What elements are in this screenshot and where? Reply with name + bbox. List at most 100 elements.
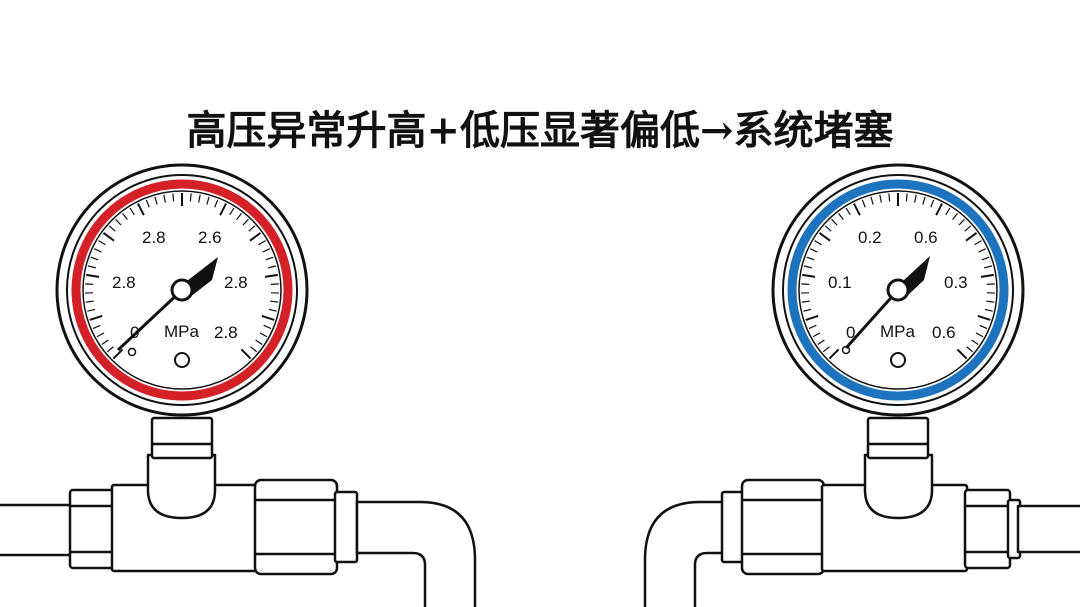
high-gauge-tick [90, 256, 99, 261]
high-gauge-tick [249, 232, 262, 242]
right-nut-a [740, 478, 826, 576]
high-gauge-tick [154, 196, 158, 205]
high-gauge-tick [270, 300, 279, 303]
high-gauge-tick [236, 212, 242, 221]
low-label-bottom-left: 0 [846, 323, 855, 342]
right-nut-b [963, 488, 1012, 570]
high-gauge-tick [248, 225, 256, 232]
high-label-top-left: 2.8 [142, 228, 166, 247]
high-gauge-tick [255, 339, 263, 346]
high-gauge-tick [214, 199, 219, 208]
high-gauge-tick [198, 194, 201, 203]
high-gauge-tick [259, 332, 268, 338]
high-gauge-tick [258, 240, 266, 246]
low-gauge-tick [952, 212, 958, 221]
low-gauge-tick [809, 248, 818, 253]
low-pressure-ring [787, 179, 1009, 401]
low-gauge-tick [808, 324, 817, 330]
right-elbow-pipe [643, 500, 727, 607]
low-gauge-tick [981, 256, 990, 261]
high-gauge-ticks [85, 193, 279, 360]
low-gauge-tick [817, 339, 825, 346]
high-gauge-tick [145, 199, 150, 208]
low-gauge-tick [838, 212, 844, 221]
high-gauge-screw [174, 352, 190, 368]
low-gauge-screw [890, 352, 906, 368]
high-gauge-tick [108, 225, 116, 232]
low-label-left-upper: 0.1 [828, 273, 852, 292]
high-label-left-upper: 2.8 [112, 273, 136, 292]
low-gauge-tick [831, 218, 838, 226]
high-gauge-tick [219, 203, 227, 216]
high-gauge-tick [106, 346, 114, 353]
headline-title: 高压异常升高+低压显著偏低→系统堵塞 [186, 107, 894, 154]
high-pressure-gauge: 2.8 2.8 2.6 2.8 0 2.8 MPa [55, 163, 309, 417]
low-gauge-tick [935, 203, 943, 216]
right-pipe-assembly [643, 416, 1080, 607]
high-gauge-tick [86, 273, 100, 278]
low-gauge-tick [914, 194, 917, 203]
low-gauge-tick [980, 273, 994, 278]
low-label-right: 0.3 [944, 273, 968, 292]
right-gauge-neck [866, 416, 930, 446]
high-unit-label: MPa [164, 322, 200, 341]
high-gauge-tick [102, 232, 115, 242]
high-gauge-tick [85, 300, 94, 303]
high-gauge-tick [229, 207, 235, 216]
low-gauge-tick [801, 300, 810, 303]
high-gauge-tick [101, 339, 109, 346]
high-gauge-tick [189, 193, 192, 202]
low-gauge-tick [824, 225, 832, 232]
low-gauge-tick [974, 240, 982, 246]
low-gauge-tick [814, 240, 822, 246]
high-gauge-tick [96, 332, 105, 338]
high-gauge-tick [268, 265, 277, 269]
low-gauge-tick [861, 199, 866, 208]
low-unit-label: MPa [880, 322, 916, 341]
low-gauge-tick [977, 315, 991, 321]
low-label-top-right: 0.6 [914, 228, 938, 247]
low-gauge-tick [986, 283, 995, 286]
high-gauge-tick [206, 196, 210, 205]
low-gauge-tick [803, 265, 812, 269]
low-gauge-ticks [801, 193, 995, 360]
high-gauge-tick [163, 194, 166, 203]
high-gauge-tick [92, 324, 101, 330]
high-label-bottom-right: 2.8 [214, 323, 238, 342]
low-gauge-tick [879, 194, 882, 203]
low-gauge-tick [888, 193, 891, 202]
high-gauge-tick [250, 346, 258, 353]
low-gauge-tick [806, 256, 815, 261]
high-gauge-tick [137, 203, 145, 216]
low-gauge-tick [978, 248, 987, 253]
high-gauge-tick [172, 193, 175, 202]
high-gauge-tick [87, 265, 96, 269]
low-gauge-tick [930, 199, 935, 208]
high-gauge-tick [242, 218, 249, 226]
left-tee-stem [146, 453, 217, 520]
high-gauge-tick [262, 248, 271, 253]
low-gauge-tick [984, 308, 993, 312]
low-pressure-gauge: 0.1 0.2 0.6 0.3 0 0.6 MPa [771, 163, 1025, 417]
low-gauge-tick [802, 273, 816, 278]
low-gauge-tick [971, 339, 979, 346]
left-nut-b [253, 478, 339, 576]
high-gauge-tick [122, 212, 128, 221]
right-tee-stem [863, 453, 934, 520]
low-gauge-tick [945, 207, 951, 216]
high-gauge-tick [265, 256, 274, 261]
high-gauge-tick [263, 324, 272, 330]
high-label-right: 2.8 [224, 273, 248, 292]
low-gauge-tick [812, 332, 821, 338]
low-gauge-tick [986, 300, 995, 303]
high-gauge-tick [129, 207, 135, 216]
low-gauge-tick [870, 196, 874, 205]
high-gauge-needle [116, 257, 218, 352]
high-label-top-right: 2.6 [198, 228, 222, 247]
high-gauge-tick [270, 283, 279, 286]
low-gauge-tick [905, 193, 908, 202]
left-elbow-pipe [355, 500, 477, 607]
high-pressure-ring [71, 179, 293, 401]
left-nut-a [68, 488, 117, 570]
left-gauge-neck [150, 416, 214, 446]
